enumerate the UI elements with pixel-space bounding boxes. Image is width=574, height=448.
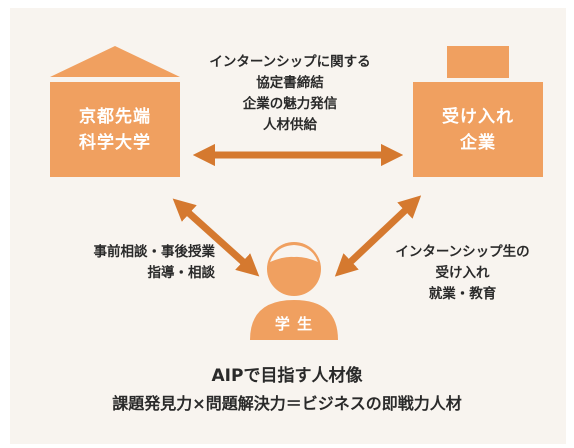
company-top-block	[447, 46, 509, 78]
university-roof	[50, 46, 180, 77]
left-relation-line: 指導・相談	[147, 265, 216, 281]
company-label: 受け入れ 企業	[413, 104, 543, 156]
diagram-panel	[10, 8, 566, 444]
top-relation-line: 企業の魅力発信	[242, 96, 338, 112]
right-relation-line: 就業・教育	[428, 286, 497, 302]
left-relation-text: 事前相談・事後授業 指導・相談	[40, 242, 216, 284]
university-label: 京都先端 科学大学	[50, 104, 180, 156]
student-label: 学 生	[274, 315, 314, 333]
university-label-line1: 京都先端	[79, 107, 151, 127]
right-relation-line: インターンシップ生の	[395, 244, 530, 260]
top-relation-text: インターンシップに関する 協定書締結 企業の魅力発信 人材供給	[190, 52, 390, 136]
right-relation-line: 受け入れ	[435, 265, 490, 281]
student-hair	[270, 245, 318, 262]
top-relation-line: 人材供給	[263, 117, 317, 133]
left-double-arrow	[172, 198, 260, 277]
right-double-arrow	[334, 195, 422, 277]
university-box	[50, 82, 180, 177]
right-relation-text: インターンシップ生の 受け入れ 就業・教育	[380, 242, 545, 305]
company-label-line2: 企業	[460, 133, 496, 153]
university-label-line2: 科学大学	[79, 133, 151, 153]
footer-title: AIPで目指す人材像	[211, 366, 363, 386]
company-box	[413, 82, 543, 177]
company-label-line1: 受け入れ	[442, 107, 514, 127]
left-relation-line: 事前相談・事後授業	[93, 244, 216, 260]
top-relation-line: インターンシップに関する	[209, 54, 371, 70]
footer-subtitle: 課題発見力×問題解決力＝ビジネスの即戦力人材	[112, 394, 462, 413]
top-relation-line: 協定書締結	[256, 75, 324, 91]
student-body-icon	[250, 300, 338, 340]
